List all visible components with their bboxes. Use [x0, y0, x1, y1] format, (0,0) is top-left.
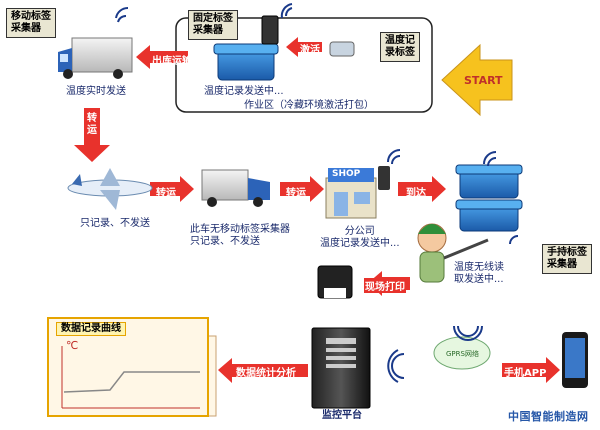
temp-tag-device — [329, 41, 355, 57]
arrow-stats-label: 数据统计分析 — [236, 368, 296, 379]
fixed-collector-device — [261, 15, 279, 45]
temp-tag-label: 温度记 录标签 — [380, 32, 420, 62]
label-work-zone: 作业区（冷藏环境激活打包） — [244, 100, 374, 111]
shop-building — [325, 166, 390, 219]
label-record-only-2: 此车无移动标签采集器 只记录、不发送 — [190, 224, 290, 247]
arrow-transfer-down-label: 转 运 — [87, 113, 97, 136]
arrow-activate-shape — [286, 37, 322, 57]
arrow-outbound-shape — [136, 45, 188, 69]
arrow-transfer1-label: 转运 — [156, 188, 176, 199]
cold-box-top — [213, 43, 279, 81]
label-branch: 分公司 温度记录发送中... — [320, 226, 400, 249]
handheld-collector-tag: 手持标签 采集器 — [542, 244, 592, 274]
arrow-arrive-label: 到达 — [406, 188, 426, 199]
label-realtime-send: 温度实时发送 — [66, 86, 126, 97]
gprs-cloud — [433, 336, 491, 370]
airplane — [67, 168, 153, 210]
fixed-collector-tag: 固定标签 采集器 — [188, 10, 238, 40]
start-label: START — [464, 74, 503, 87]
server-tower — [311, 327, 371, 409]
chart-title: 数据记录曲线 — [56, 322, 126, 336]
arrow-activate-label: 激活 — [300, 45, 320, 56]
printer-device — [317, 265, 353, 299]
middle-truck — [201, 169, 270, 207]
label-record-sending: 温度记录发送中... — [204, 86, 284, 97]
label-monitor: 监控平台 — [322, 410, 362, 421]
arrow-print-label: 现场打印 — [364, 278, 406, 293]
phone-device — [562, 332, 588, 388]
arrow-transfer-down-shape — [74, 108, 110, 162]
arrow-arrive-shape — [398, 176, 446, 202]
arrow-transfer1-shape — [150, 176, 194, 202]
worker-figure — [417, 223, 489, 283]
cold-box-right-1 — [455, 164, 523, 199]
work-zone-frame — [175, 17, 433, 113]
arrow-app-shape — [502, 357, 560, 383]
wifi-signals — [115, 3, 519, 383]
cold-box-right-2 — [455, 199, 523, 232]
arrow-app-label: 手机APP — [504, 368, 547, 379]
arrow-transfer2-label: 转运 — [286, 188, 306, 199]
watermark: 中国智能制造网 — [508, 410, 589, 423]
arrow-transfer2-shape — [280, 176, 324, 202]
label-shop: SHOP — [332, 169, 361, 179]
arrow-outbound-label: 出库运输 — [152, 56, 192, 67]
arrow-stats-shape — [218, 358, 308, 383]
mobile-collector-tag: 移动标签 采集器 — [6, 8, 56, 38]
start-arrow-shape — [441, 43, 513, 117]
label-gprs: GPRS网络 — [446, 350, 479, 358]
chart-unit: ℃ — [66, 339, 79, 352]
label-record-only-1: 只记录、不发送 — [80, 218, 150, 229]
label-wireless-read: 温度无线读 取发送中... — [454, 262, 504, 285]
top-truck — [58, 37, 133, 79]
